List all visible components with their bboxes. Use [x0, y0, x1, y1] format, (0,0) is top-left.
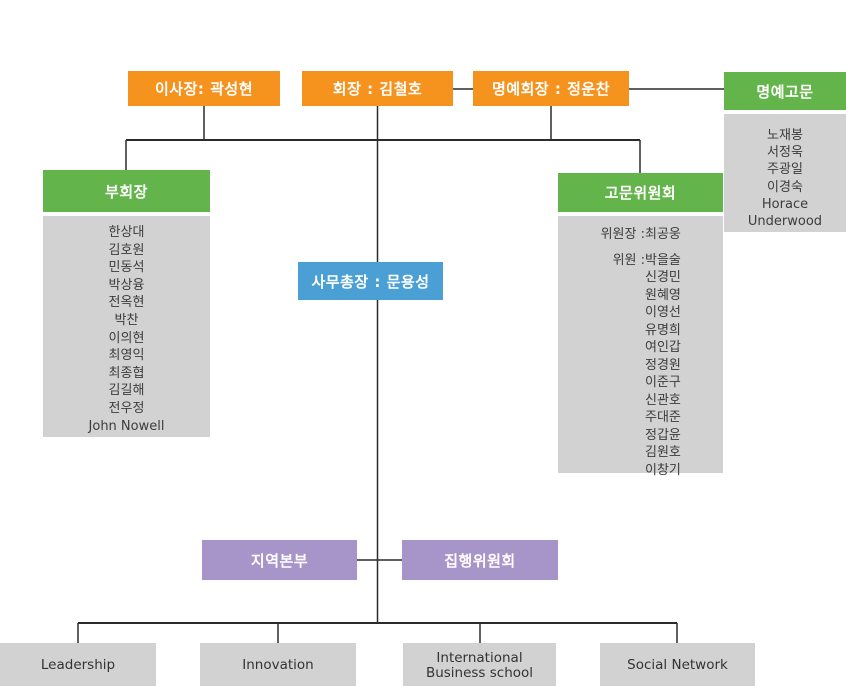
division-leadership: Leadership	[0, 643, 156, 686]
committee-chair-name: 최공웅	[645, 227, 681, 242]
secretary-general-box: 사무총장 : 문용성	[298, 262, 443, 300]
committee-first-member: 박을술	[645, 252, 681, 268]
division-innovation: Innovation	[200, 643, 356, 686]
honorary-advisors-header: 명예고문	[724, 72, 846, 110]
committee-chair-label: 위원장 :	[600, 227, 645, 242]
regional-headquarters-box: 지역본부	[202, 540, 357, 580]
chairman-of-board-box: 이사장: 곽성현	[128, 71, 280, 106]
committee-members-spacer	[558, 269, 645, 479]
honorary-president-box: 명예회장 : 정운찬	[473, 71, 629, 106]
executive-committee-box: 집행위원회	[402, 540, 558, 580]
committee-members-rows: 신경민 원혜영 이영선 유명희 여인갑 정경원 이준구 신관호 주대준 정갑윤 …	[558, 269, 723, 479]
committee-member-label: 위원 :	[612, 252, 645, 268]
committee-chair-row: 위원장 :최공웅	[558, 226, 723, 244]
division-social-network: Social Network	[600, 643, 755, 686]
division-international-business-school: International Business school	[403, 643, 556, 686]
honorary-advisors-list: 노재봉 서정욱 주광일 이경숙 Horace Underwood	[724, 114, 846, 232]
president-box: 회장 : 김철호	[302, 71, 453, 106]
vice-presidents-header: 부회장	[43, 170, 210, 212]
vice-presidents-list: 한상대 김호원 민동석 박상융 전옥현 박찬 이의현 최영익 최종협 김길해 전…	[43, 216, 210, 437]
committee-members: 신경민 원혜영 이영선 유명희 여인갑 정경원 이준구 신관호 주대준 정갑윤 …	[645, 270, 681, 478]
committee-member-row: 위원 :박을술	[558, 252, 723, 270]
advisory-committee-header: 고문위원회	[558, 173, 723, 212]
advisory-committee-list: 위원장 :최공웅 위원 :박을술 신경민 원혜영 이영선 유명희 여인갑 정경원…	[558, 216, 723, 478]
